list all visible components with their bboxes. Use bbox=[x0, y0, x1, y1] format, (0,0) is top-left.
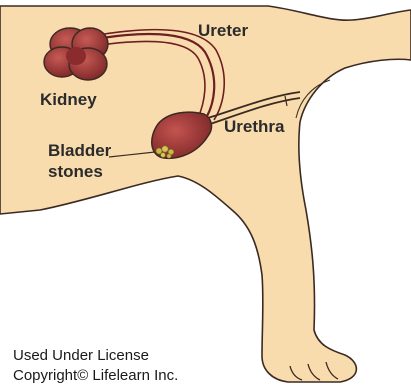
urethra-label: Urethra bbox=[224, 117, 285, 136]
license-text: Used Under License bbox=[13, 347, 149, 365]
bladder-stones-label-line1: Bladder bbox=[48, 141, 112, 160]
bladder-stones-label-line2: stones bbox=[48, 162, 103, 181]
kidney-organ bbox=[44, 28, 108, 80]
ureter-label: Ureter bbox=[198, 21, 248, 40]
kidney-label: Kidney bbox=[40, 90, 97, 109]
copyright-text: Copyright© Lifelearn Inc. bbox=[13, 367, 178, 385]
